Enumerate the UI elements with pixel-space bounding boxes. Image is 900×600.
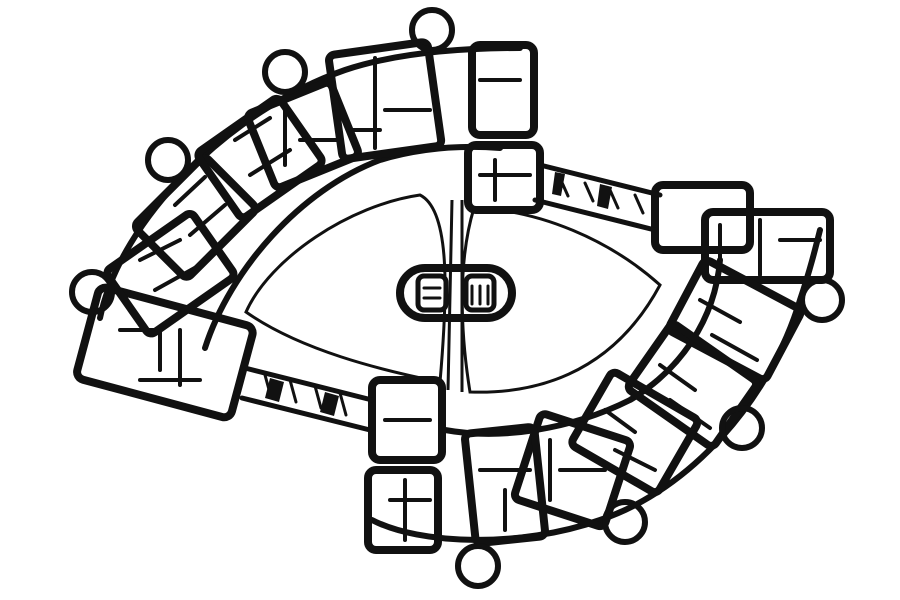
- stair-tower: [799, 277, 845, 323]
- courtyard-left-lobe: [244, 193, 447, 384]
- central-walkway: [446, 199, 464, 392]
- unit-block: [510, 410, 634, 531]
- lower-right-wing: [364, 181, 845, 589]
- unit-block: [461, 423, 549, 547]
- stair-tower: [145, 137, 191, 183]
- unit-block: [568, 368, 702, 497]
- unit-block: [325, 38, 446, 163]
- stair-tower: [455, 543, 501, 589]
- unit-block: [364, 376, 446, 554]
- unit-block: [131, 153, 259, 281]
- unit-block: [651, 181, 834, 284]
- stair-tower: [719, 405, 765, 451]
- stair-tower: [69, 269, 115, 315]
- stair-tower: [602, 499, 648, 545]
- bridge-upper-right: [532, 162, 663, 233]
- bridge-lower-left: [239, 365, 375, 433]
- stair-tower: [262, 49, 308, 95]
- central-fixture: [396, 264, 516, 322]
- courtyard: [244, 193, 662, 394]
- stair-tower: [409, 7, 455, 53]
- upper-left-wing: [69, 7, 544, 422]
- unit-block: [244, 78, 362, 192]
- unit-block: [464, 41, 544, 214]
